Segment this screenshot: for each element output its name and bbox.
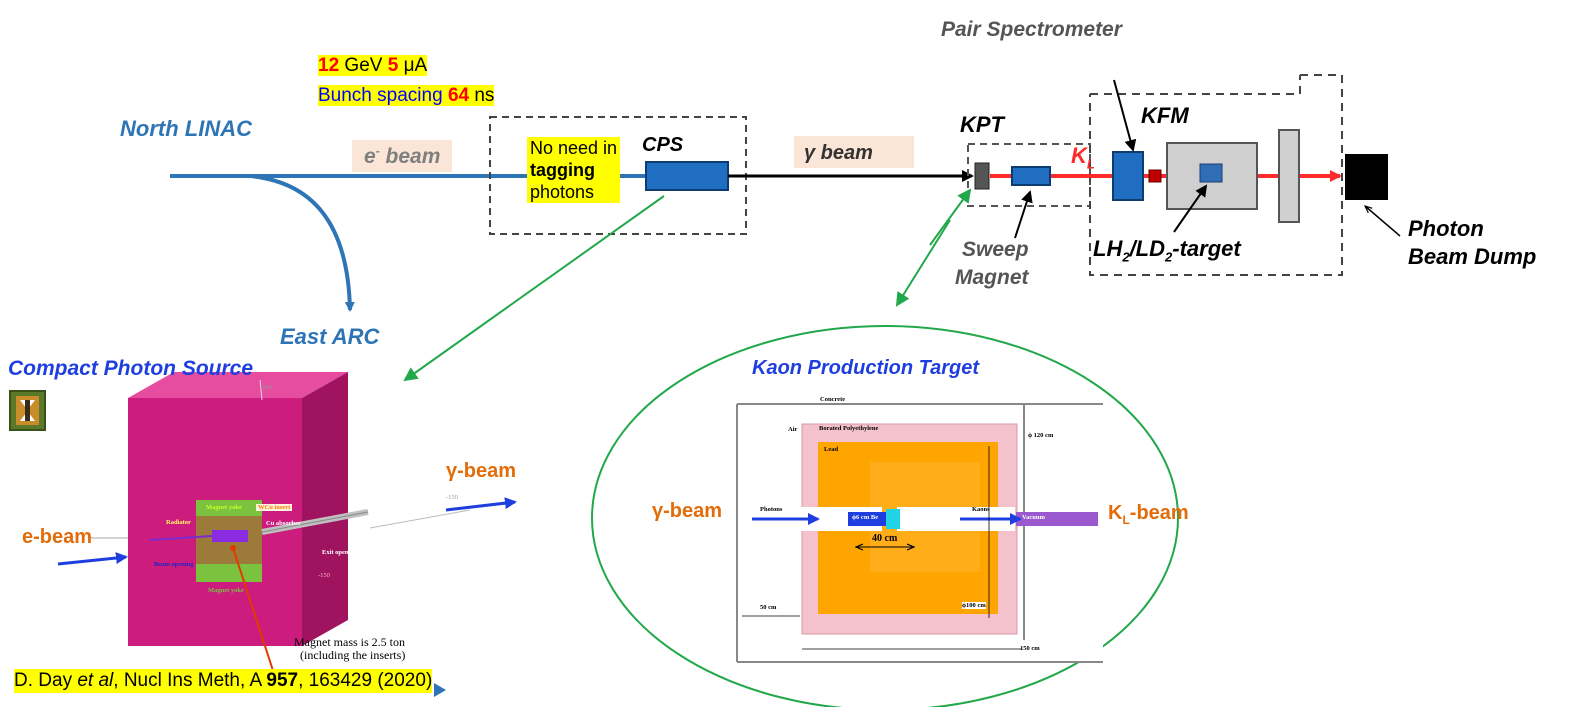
cps-thumbnail-icon	[9, 390, 46, 431]
cps-internal-beam	[149, 535, 213, 541]
kpt-label: KPT	[960, 112, 1004, 137]
kpt-gamma-beam-label: γ-beam	[652, 500, 723, 522]
kpt-green-arrow-down	[895, 219, 951, 307]
axis-tick-150b: -150	[318, 572, 330, 579]
cps-e-beam-label: e-beam	[22, 526, 93, 548]
bunch-unit: ns	[474, 85, 495, 106]
kpt-schematic	[735, 399, 1103, 663]
sweep-magnet-arrow	[1014, 190, 1033, 239]
kpt-dashed-box	[967, 143, 1091, 207]
pair-spectrometer-arrow	[1113, 79, 1137, 152]
cu-absorber-label: Cu absorber	[266, 520, 301, 527]
kfm-block	[1112, 151, 1144, 201]
exit-opening-label: Exit opening	[322, 549, 358, 556]
magnet-yoke-bottom-label: Magnet yoke	[208, 587, 244, 594]
pair-spectrometer-label: Pair Spectrometer	[941, 18, 1122, 41]
kl-label: KL	[1071, 143, 1095, 172]
magnet-yoke-top-label: Magnet yoke	[206, 504, 242, 511]
beam-dump-arrow	[1365, 206, 1401, 237]
dim-40-label: 40 cm	[872, 533, 898, 544]
kpt-ellipse	[591, 325, 1179, 707]
dim-120-label: ϕ 120 cm	[1028, 432, 1054, 439]
wcu-insert-label: WCu insert	[256, 504, 293, 511]
current-unit: μA	[403, 55, 428, 76]
dim-50-label: 50 cm	[760, 604, 777, 611]
be-target	[848, 512, 886, 526]
cps-green-arrow	[403, 195, 665, 382]
cps-e-beam-arrow	[57, 552, 128, 566]
borated-poly-label: Borated Polyethylene	[819, 425, 879, 432]
current-value: 5	[387, 55, 399, 76]
cps-block	[645, 161, 729, 191]
citation-corner-arrow	[434, 683, 446, 697]
target-cell	[1199, 163, 1223, 183]
axis-tick-100: -100	[260, 384, 272, 391]
cps-label: CPS	[642, 134, 684, 156]
cyan-collimator	[886, 509, 900, 529]
beam-params-line2: Bunch spacing 64 ns	[318, 85, 495, 107]
kpt-green-arrow-up	[929, 188, 972, 246]
lead-label: Lead	[824, 446, 839, 453]
sweep-magnet-label-2: Magnet	[955, 266, 1029, 289]
bunch-label: Bunch spacing	[318, 85, 443, 106]
east-arc-label: East ARC	[280, 324, 380, 349]
photon-dump-label-2: Beam Dump	[1408, 244, 1537, 269]
magnet-mass-line2: (including the inserts)	[300, 648, 406, 662]
no-need-line2: tagging	[530, 160, 595, 180]
concrete-label: Concrete	[820, 396, 846, 403]
vacuum-pipe	[1016, 512, 1098, 526]
kpt-panel-title: Kaon Production Target	[752, 357, 980, 379]
dim-150-label: 150 cm	[1020, 645, 1040, 652]
target-label: LH2/LD2-target	[1093, 236, 1241, 265]
beam-opening-label: Beam opening	[154, 561, 194, 568]
no-need-line3: photons	[530, 182, 595, 202]
target-arrow	[1173, 184, 1208, 233]
energy-unit: GeV	[344, 55, 383, 76]
radiator-label: Radiator	[166, 519, 191, 526]
kfm-label: KFM	[1141, 103, 1189, 128]
cps-panel-title: Compact Photon Source	[8, 357, 254, 380]
dim-100-label: ϕ100 cm	[962, 602, 986, 609]
sweep-magnet-block	[1011, 166, 1051, 186]
axis-tick-150a: -150	[446, 494, 458, 501]
beam-dump	[1345, 154, 1388, 200]
sweep-magnet-label-1: Sweep	[962, 238, 1029, 261]
no-need-line1: No need in	[530, 138, 618, 158]
kpt-kl-beam-label: KL-beam	[1108, 502, 1189, 527]
small-red-block	[1148, 169, 1162, 183]
gamma-beam-label-bg	[794, 136, 914, 168]
east-arc-curve	[249, 174, 355, 312]
north-linac-label: North LINAC	[120, 116, 252, 141]
cps-gamma-beam-arrow	[445, 497, 517, 512]
cu-absorber	[212, 530, 248, 542]
citation: D. Day et al, Nucl Ins Meth, A 957, 1634…	[14, 669, 433, 693]
gamma-beam-label: γ beam	[804, 142, 873, 164]
cps-3d-model	[90, 372, 471, 693]
magnet-mass-line1: Magnet mass is 2.5 ton	[294, 635, 405, 649]
photon-dump-label-1: Photon	[1408, 216, 1484, 241]
air-label: Air	[788, 426, 798, 433]
kaons-label: Kaons	[972, 506, 990, 513]
beam-params-line1: 12 GeV 5 μA	[318, 55, 428, 77]
energy-value: 12	[318, 55, 340, 76]
detector-plate	[1278, 129, 1300, 223]
kpt-target-block	[974, 162, 990, 190]
vacuum-label: Vacuum	[1022, 514, 1045, 521]
photons-label: Photons	[760, 506, 783, 513]
e-beam-label: e- beam	[364, 144, 441, 168]
e-beam-label-bg	[352, 140, 452, 172]
bunch-value: 64	[447, 85, 470, 106]
red-probe-line	[232, 547, 281, 693]
no-need-tagging-note: No need in tagging photons	[527, 137, 621, 203]
cps-gamma-beam-label: γ-beam	[446, 460, 517, 482]
be-label: ϕ6 cm Be	[852, 514, 879, 521]
